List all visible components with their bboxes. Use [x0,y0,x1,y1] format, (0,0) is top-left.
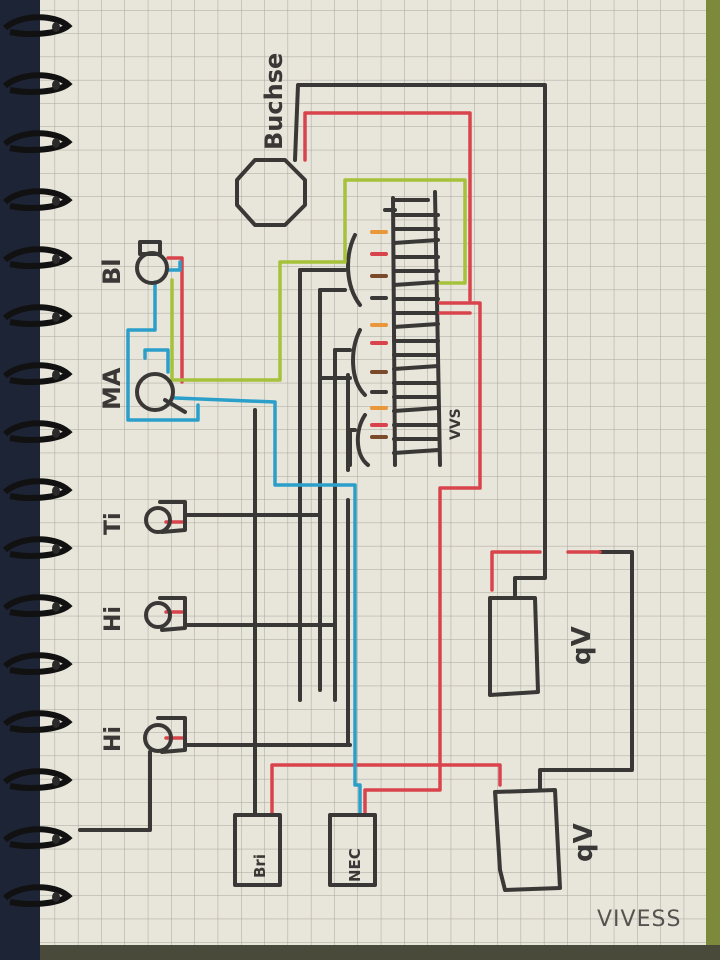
vvs-stub-wires [370,230,388,439]
binding-hole [52,138,60,148]
spiral-ring [2,304,73,327]
binding-hole [52,312,60,322]
binding-hole [52,486,60,496]
spiral-ring [2,130,73,153]
blue-wires [126,260,362,814]
components [135,158,562,892]
label-bri: Bri [251,854,269,878]
label-vvs: VVS [448,408,464,440]
binding-hole [52,254,60,264]
spiral-ring [2,362,73,385]
spiral-ring [2,72,73,95]
spiral-ring [2,14,73,37]
binding-hole [52,80,60,90]
bl-lamp [135,251,169,285]
vvs-terminal-rung [392,322,440,329]
binding-hole [52,22,60,32]
spiral-ring [2,246,73,269]
vvs-terminal-rung [392,238,440,245]
binding-hole [52,834,60,844]
label-nec: NEC [346,848,364,882]
spiral-ring [2,478,73,501]
qv-box-2 [493,788,562,892]
binding-hole [52,428,60,438]
nec-box [328,813,377,887]
hi-sensor-2 [143,723,173,753]
spiral-ring [2,420,73,443]
spiral-ring [2,768,73,791]
label-qv-2: qV [569,823,599,862]
binding-hole [52,892,60,902]
green-cover-edge [706,0,720,960]
binding-hole [52,196,60,206]
spiral-ring [2,884,73,907]
buchse-socket [235,158,307,227]
label-ti: Ti [101,512,126,535]
green-wires [170,178,467,382]
bri-box [233,813,282,887]
binding-hole [52,776,60,786]
label-hi-1: Hi [101,606,126,632]
notebook-brand: VIVESS [597,907,681,932]
label-buchse: Buchse [260,53,288,150]
ti-sensor [144,506,172,534]
red-wires [164,111,602,817]
ma-motor [135,372,175,412]
binding-hole [52,602,60,612]
page-bottom-edge [40,945,720,960]
spiral-ring [2,188,73,211]
diagram-labels: Buchse Bl MA Ti Hi Hi VVS Bri NEC qV qV … [98,53,681,932]
binding-hole [52,544,60,554]
binding-hole [52,370,60,380]
vvs-terminal-rung [392,280,440,287]
binding-hole [52,718,60,728]
qv-box-1 [488,596,540,697]
spiral-ring [2,594,73,617]
hi-sensor-1 [144,601,172,629]
vvs-terminal-rung [392,448,440,455]
spiral-ring [2,652,73,675]
vvs-terminal-rung [392,406,440,413]
spiral-ring [2,536,73,559]
label-bl: Bl [98,258,126,285]
spiral-ring [2,826,73,849]
spiral-binding [2,14,73,907]
vvs-terminal-strip [383,190,442,467]
label-ma: MA [98,367,126,410]
spiral-ring [2,710,73,733]
label-hi-2: Hi [101,726,126,752]
binding-hole [52,660,60,670]
label-qv-1: qV [567,626,597,665]
vvs-terminal-rung [392,364,440,371]
